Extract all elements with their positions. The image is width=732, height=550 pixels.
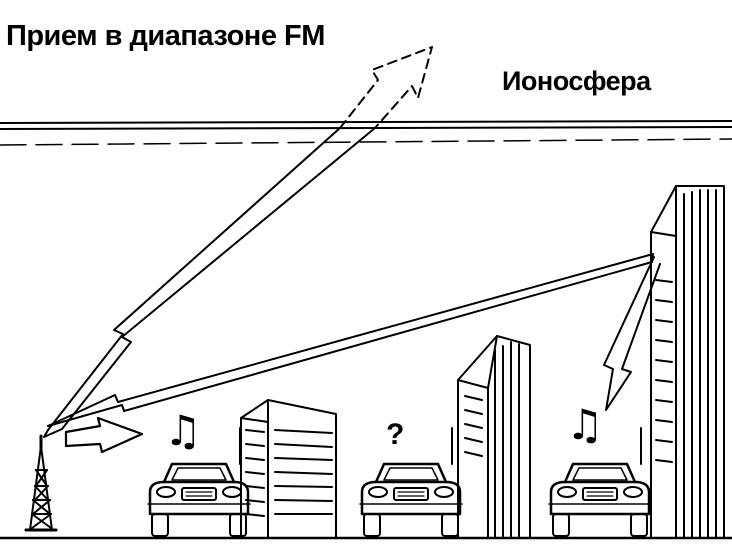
music-note-icon: ♫ [566,400,604,449]
diagram-title: Прием в диапазоне FM [6,20,325,52]
car-middle-icon [358,426,464,538]
ionosphere-label: Ионосфера [502,66,651,96]
building-1-icon [240,399,337,539]
sky-wave-arrow [43,127,376,438]
direct-wave-arrow [64,416,144,454]
music-note-icon: ♫ [164,406,202,455]
building-3-icon [650,185,725,539]
reflected-down-arrow [603,256,661,411]
radio-tower-icon [24,434,58,532]
ionosphere-band [0,120,732,146]
question-mark-label: ? [386,418,405,451]
building-2-icon [457,335,531,539]
sky-wave-arrow-dashed [339,46,433,129]
reflected-wave-arrow [47,253,654,427]
